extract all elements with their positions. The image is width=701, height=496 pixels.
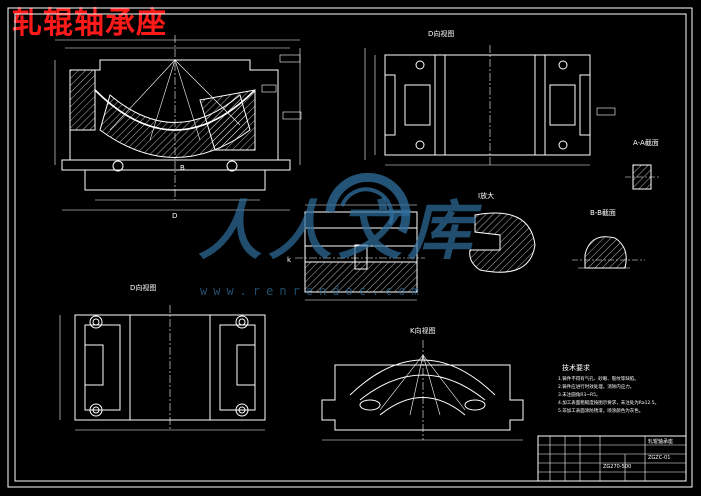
- note-line: 3.未注圆角R3~R5。: [558, 391, 601, 398]
- dim-label-b: B: [180, 164, 185, 172]
- bb-section: B-B截面: [572, 208, 645, 269]
- d-view-bottom: D向视图: [59, 283, 266, 431]
- inner-border: [14, 13, 687, 482]
- title-block: 轧辊轴承座 ZGZC-01 ZG270-500: [537, 435, 687, 482]
- label-d-view-top: D向视图: [428, 29, 454, 38]
- watermark-text: 人人文库: [198, 194, 478, 269]
- note-line: 4.加工表面粗糙度按图示要求，未注处为Ra12.5。: [558, 399, 659, 406]
- d-view-top: D向视图: [364, 29, 616, 166]
- drawing-title: 轧辊轴承座: [12, 6, 167, 41]
- note-line: 5.非加工表面涂防锈漆，喷涂颜色为灰色。: [558, 407, 643, 414]
- k-view: K向视图: [321, 326, 524, 441]
- note-line: 1.铸件不得有气孔、砂眼、裂纹等缺陷。: [558, 375, 639, 382]
- center-section-view: k: [287, 204, 425, 301]
- technical-notes: 技术要求 1.铸件不得有气孔、砂眼、裂纹等缺陷。 2.铸件应进行时效处理，消除内…: [558, 363, 659, 414]
- dim-label-d: D: [172, 212, 177, 220]
- front-section-view: D B: [54, 35, 302, 220]
- title-block-name: 轧辊轴承座: [648, 438, 673, 445]
- label-aa-section: A-A截面: [633, 138, 659, 147]
- label-d-view-bottom: D向视图: [130, 283, 156, 292]
- title-block-drawing-no: ZGZC-01: [648, 455, 670, 461]
- watermark-url: www.renrendoc.com: [200, 284, 425, 298]
- label-enlarged-view: I放大: [478, 191, 494, 200]
- notes-heading: 技术要求: [562, 363, 590, 372]
- enlarged-view: I放大: [469, 191, 536, 273]
- label-section-k: k: [287, 256, 292, 264]
- aa-section: A-A截面: [625, 138, 660, 190]
- note-line: 2.铸件应进行时效处理，消除内应力。: [558, 383, 634, 390]
- title-block-material: ZG270-500: [603, 464, 631, 470]
- label-bb-section: B-B截面: [590, 208, 616, 217]
- label-k-view: K向视图: [410, 326, 436, 335]
- outer-border: [7, 7, 693, 488]
